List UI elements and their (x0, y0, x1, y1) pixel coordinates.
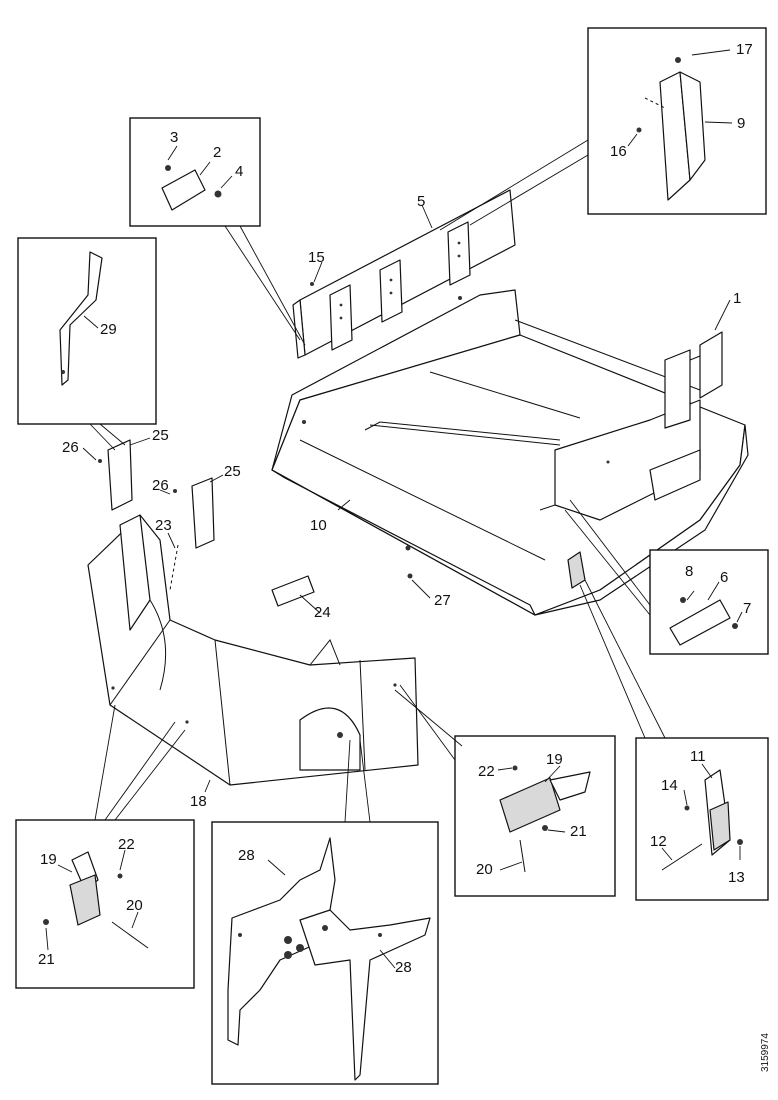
callout-17: 17 (736, 41, 753, 58)
callout-2: 2 (213, 144, 221, 161)
main-tray-assembly (271, 289, 749, 616)
callout-28-bottom: 28 (395, 959, 412, 976)
callout-21-left: 21 (38, 951, 55, 968)
callout-21-right: 21 (570, 823, 587, 840)
callout-29: 29 (100, 321, 117, 338)
callout-19-left: 19 (40, 851, 57, 868)
inset-box-bracket-6 (649, 549, 769, 655)
cover-hardware (98, 439, 413, 607)
callout-7: 7 (743, 600, 751, 617)
inset-box-lever-29 (17, 237, 157, 425)
callout-6: 6 (720, 569, 728, 586)
callout-15: 15 (308, 249, 325, 266)
inset-box-latch-11 (635, 737, 769, 901)
callout-24: 24 (314, 604, 331, 621)
callout-19-right: 19 (546, 751, 563, 768)
callout-12: 12 (650, 833, 667, 850)
callout-4: 4 (235, 163, 243, 180)
callout-20-left: 20 (126, 897, 143, 914)
front-cover (87, 514, 419, 786)
callout-27: 27 (434, 592, 451, 609)
callout-11: 11 (690, 748, 706, 765)
callout-18: 18 (190, 793, 207, 810)
callout-13: 13 (728, 869, 745, 886)
callout-14: 14 (661, 777, 678, 794)
callout-22-left: 22 (118, 836, 135, 853)
callout-5: 5 (417, 193, 425, 210)
callout-26-top: 26 (62, 439, 79, 456)
callout-25-bottom: 25 (224, 463, 241, 480)
inset-box-latch-19-right (454, 735, 616, 897)
inset-box-plates-28 (211, 821, 439, 1085)
callout-1: 1 (733, 290, 741, 307)
callout-labels: 1 2 3 4 5 6 7 8 9 10 11 12 13 14 15 16 1… (38, 41, 753, 976)
drawing-reference-number: 3159974 (760, 1033, 771, 1072)
callout-3: 3 (170, 129, 178, 146)
callout-25-top: 25 (152, 427, 169, 444)
inset-box-bracket-9 (587, 27, 767, 215)
callout-20-right: 20 (476, 861, 493, 878)
callout-8: 8 (685, 563, 693, 580)
callout-10: 10 (310, 517, 327, 534)
inset-box-bracket-2 (129, 117, 261, 227)
callout-16: 16 (610, 143, 627, 160)
callout-23: 23 (155, 517, 172, 534)
callout-22-right: 22 (478, 763, 495, 780)
callout-9: 9 (737, 115, 745, 132)
leader-lines (45, 49, 743, 969)
callout-28-top: 28 (238, 847, 255, 864)
callout-26-bottom: 26 (152, 477, 169, 494)
rear-panel (292, 189, 516, 359)
